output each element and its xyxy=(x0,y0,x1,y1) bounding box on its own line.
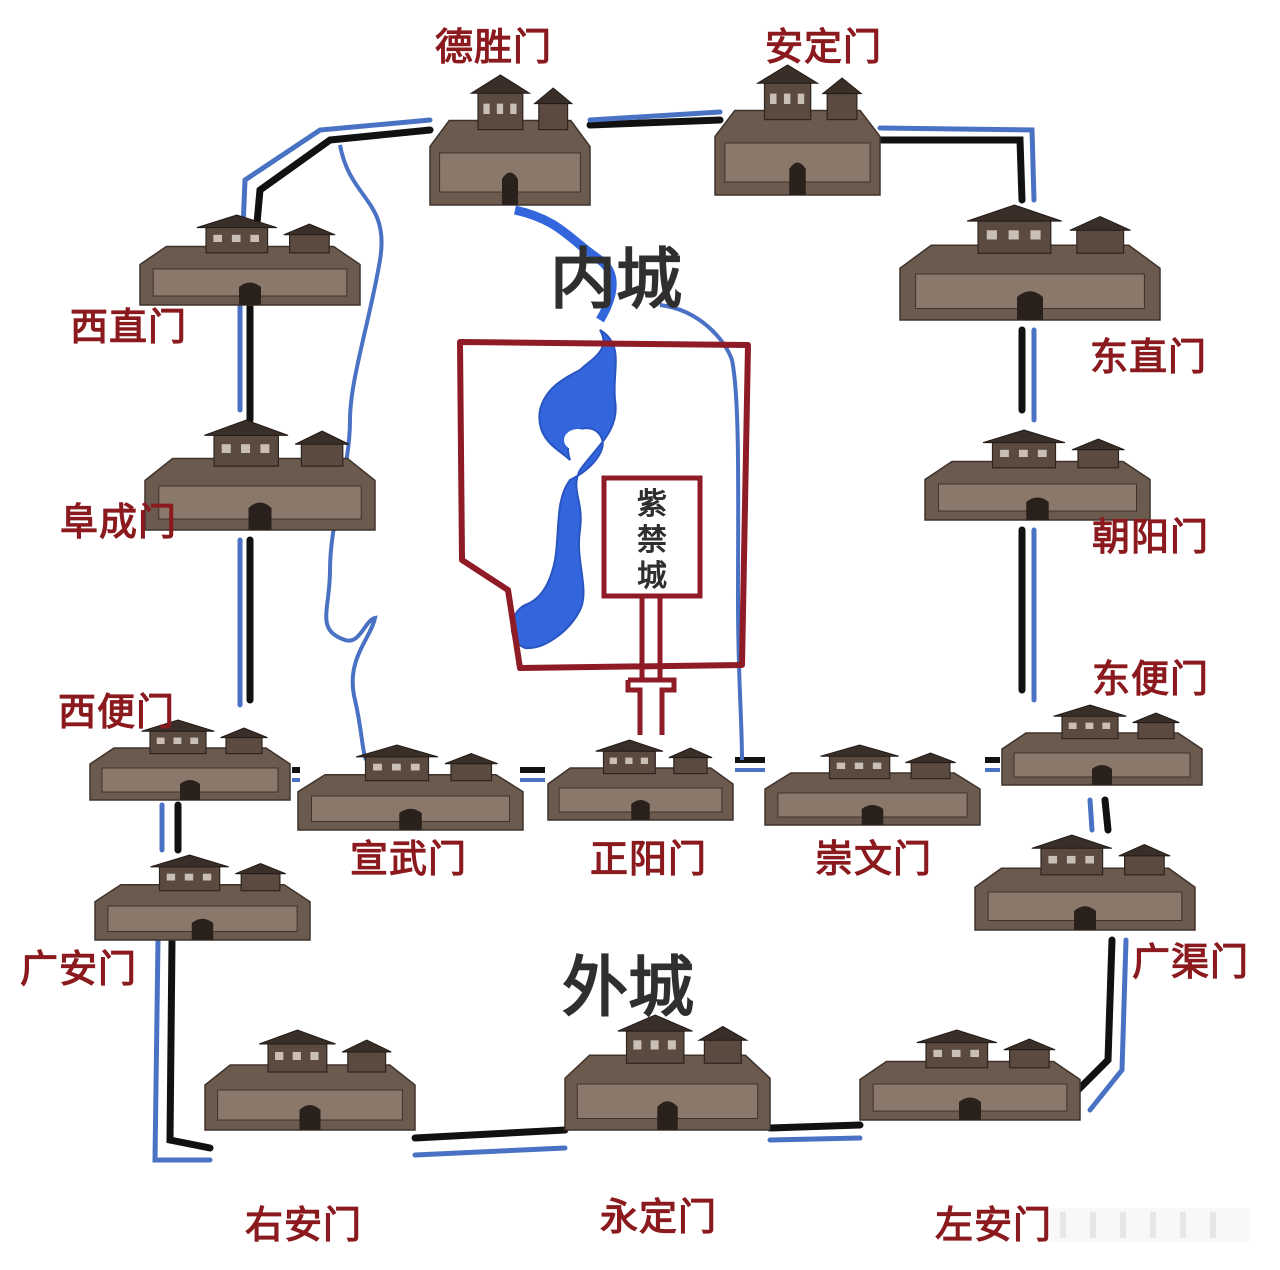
gate-model-dongzhi xyxy=(899,204,1161,321)
imperial-city-boundary xyxy=(457,339,751,671)
inner-city-wall-blue xyxy=(237,109,1037,708)
imperial-city: 紫 禁 城 xyxy=(457,339,751,735)
forbidden-city-char-1: 紫 xyxy=(637,487,667,522)
gate-model-fucheng xyxy=(144,419,376,531)
gate-label-xizhi: 西直门 xyxy=(70,305,187,349)
gate-model-xizhi xyxy=(139,214,361,306)
river-to-lakes xyxy=(514,205,617,323)
lake-island xyxy=(564,429,592,451)
outer-city-wall-black xyxy=(166,796,1116,1152)
gate-label-yongding: 永定门 xyxy=(600,1195,717,1239)
gate-label-guangan: 广安门 xyxy=(20,947,137,991)
gate-model-chaoyang xyxy=(924,429,1151,521)
gate-model-dongbian xyxy=(1001,704,1203,786)
gate-model-guangqu xyxy=(974,834,1196,931)
inner-city-wall-black xyxy=(246,116,1026,704)
gate-model-zhengyang xyxy=(547,739,734,821)
gate-label-chongwen: 崇文门 xyxy=(815,837,932,881)
watermark-mark xyxy=(1050,1208,1250,1242)
gate-model-anding xyxy=(714,64,881,196)
gate-label-zhengyang: 正阳门 xyxy=(590,837,707,881)
gate-label-dongzhi: 东直门 xyxy=(1090,335,1207,379)
gate-model-xuanwu xyxy=(297,744,524,831)
west-river xyxy=(324,144,384,761)
east-channel xyxy=(659,303,744,761)
south-inner-wall xyxy=(292,757,1000,773)
gate-label-chaoyang: 朝阳门 xyxy=(1092,515,1209,559)
gate-model-xibian xyxy=(89,719,291,801)
gate-label-guangqu: 广渠门 xyxy=(1132,940,1249,984)
gate-model-yongding xyxy=(564,1014,771,1131)
forbidden-city-char-3: 城 xyxy=(637,559,667,594)
imperial-axis xyxy=(625,596,677,735)
gate-label-youan: 右安门 xyxy=(245,1203,362,1247)
central-lakes xyxy=(510,329,617,650)
gate-model-chongwen xyxy=(764,744,981,826)
gate-label-anding: 安定门 xyxy=(765,25,882,69)
gate-label-xuanwu: 宣武门 xyxy=(350,837,467,881)
forbidden-city-boundary xyxy=(601,475,703,599)
outer-city-label: 外城 xyxy=(562,949,694,1026)
gate-model-guangan xyxy=(94,854,311,941)
inner-city-label: 内城 xyxy=(550,241,682,318)
waterways xyxy=(324,144,744,761)
gate-models xyxy=(89,64,1203,1131)
gate-label-desheng: 德胜门 xyxy=(435,25,552,69)
gate-model-youan xyxy=(204,1029,416,1131)
outer-city-wall-blue xyxy=(152,797,1129,1163)
gate-label-fucheng: 阜成门 xyxy=(60,500,177,544)
gate-model-zuoan xyxy=(859,1029,1081,1121)
gate-label-zuoan: 左安门 xyxy=(935,1203,1052,1247)
gate-model-desheng xyxy=(429,74,591,206)
forbidden-city-char-2: 禁 xyxy=(637,523,667,558)
south-inner-wall-blue xyxy=(292,768,1000,782)
gate-label-dongbian: 东便门 xyxy=(1092,657,1209,701)
gate-label-xibian: 西便门 xyxy=(58,690,175,734)
gate-labels: 德胜门 安定门 西直门 东直门 阜成门 朝阳门 西便门 东便门 宣武门 正阳门 … xyxy=(20,25,1249,1247)
city-walls xyxy=(152,109,1129,1163)
